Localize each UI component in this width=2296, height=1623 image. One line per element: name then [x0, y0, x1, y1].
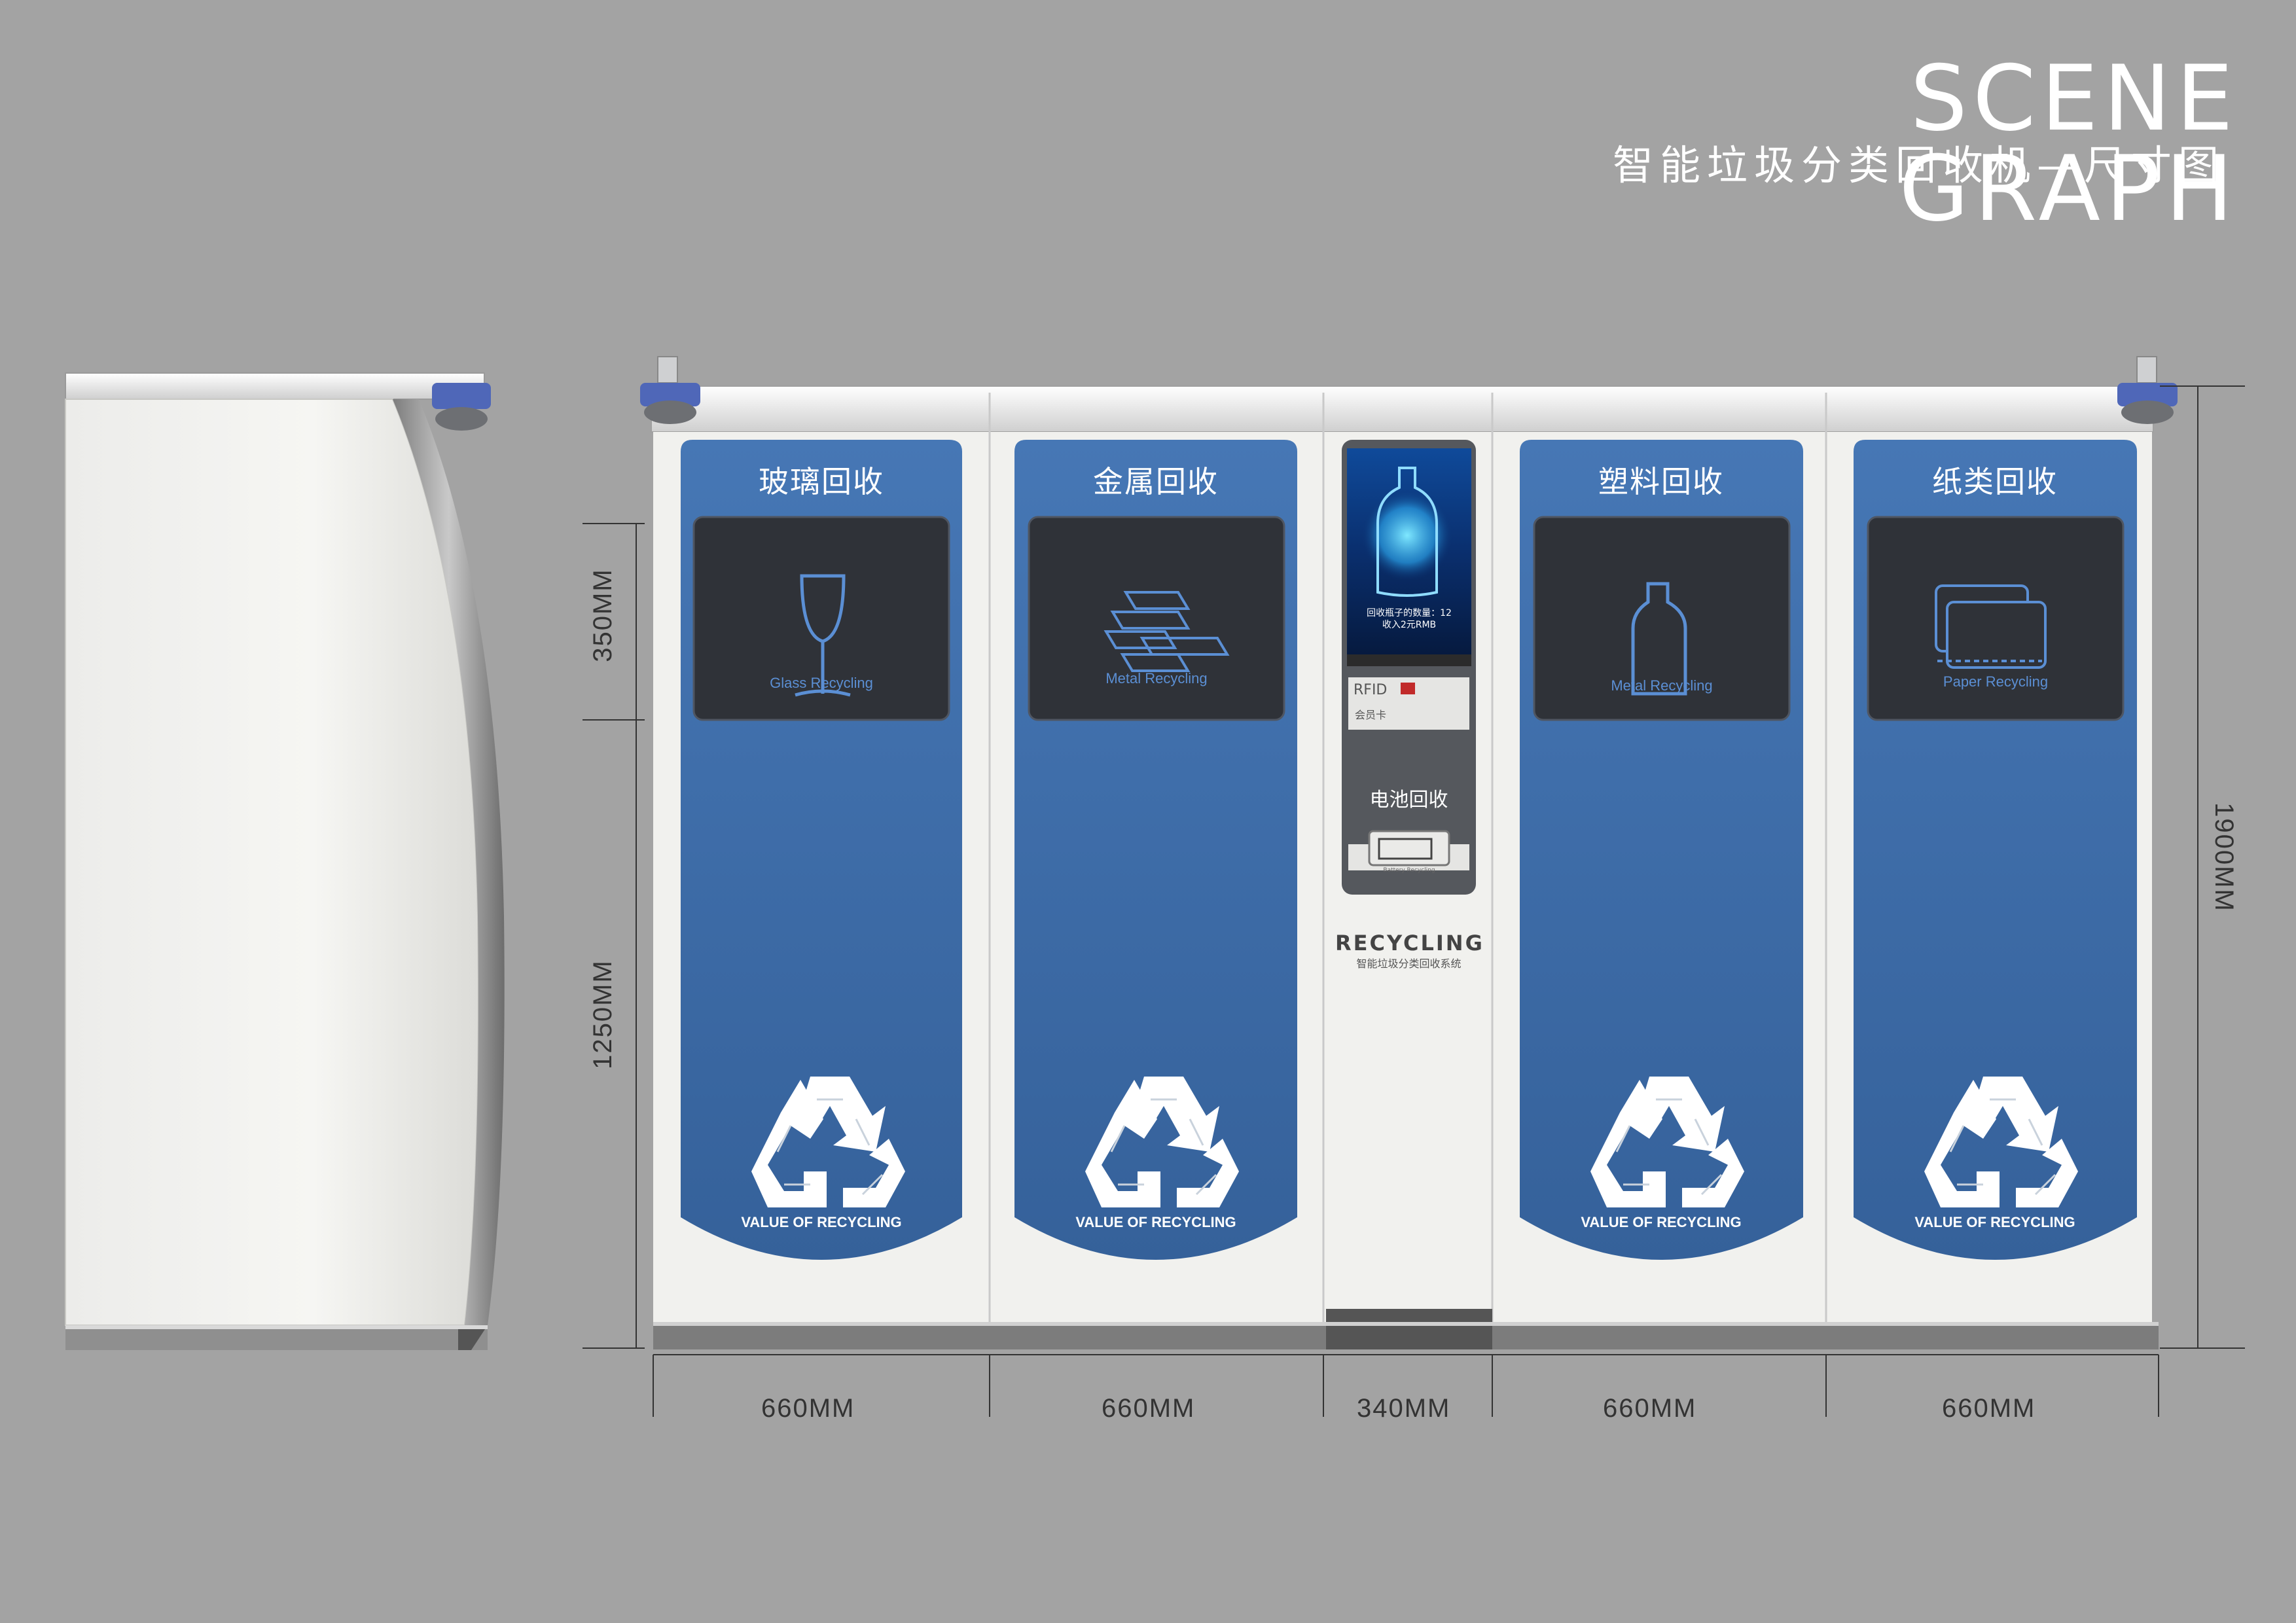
- bin-footer-metal: VALUE OF RECYCLING: [1075, 1214, 1236, 1230]
- bin-title-plastic: 塑料回收: [1598, 464, 1724, 499]
- height-label-total: 1900MM: [2210, 802, 2238, 912]
- width-label-5: 660MM: [1942, 1394, 2036, 1423]
- bin-paper: [1854, 440, 2137, 1260]
- battery-icon: [1378, 838, 1433, 860]
- bin-footer-paper: VALUE OF RECYCLING: [1914, 1214, 2075, 1230]
- slot-label-metal: Metal Recycling: [1105, 670, 1208, 687]
- width-label-3: 340MM: [1357, 1394, 1451, 1423]
- bottle-icon: [1376, 467, 1438, 597]
- member-card-label: 会员卡: [1355, 709, 1387, 721]
- screen-income-text: 收入2元RMB: [1382, 620, 1437, 630]
- brand-logo: RECYCLING: [1335, 931, 1484, 955]
- height-label-body: 1250MM: [588, 959, 617, 1069]
- side-view: [65, 372, 505, 1350]
- rfid-label: RFID: [1354, 682, 1388, 698]
- brand-subtitle: 智能垃圾分类回收系统: [1356, 957, 1462, 970]
- camera-right: [2117, 356, 2178, 424]
- slot-label-plastic: Metal Recycling: [1611, 677, 1713, 694]
- camera-left: [640, 356, 700, 424]
- bin-glass: [681, 440, 962, 1260]
- wine-glass-icon: [795, 574, 851, 697]
- bin-title-paper: 纸类回收: [1932, 464, 2058, 499]
- page-subtitle: 智能垃圾分类回收机—尺寸图: [1612, 141, 2225, 189]
- width-label-4: 660MM: [1603, 1394, 1697, 1423]
- height-label-slot: 350MM: [588, 568, 617, 662]
- bin-title-metal: 金属回收: [1093, 464, 1219, 499]
- width-label-1: 660MM: [761, 1394, 855, 1423]
- paper-stack-icon: [1935, 584, 2047, 669]
- plastic-bottle-icon: [1631, 582, 1687, 696]
- battery-title: 电池回收: [1369, 789, 1448, 812]
- width-label-2: 660MM: [1102, 1394, 1196, 1423]
- slot-label-glass: Glass Recycling: [770, 675, 873, 691]
- screen-count-text: 回收瓶子的数量：12: [1367, 608, 1452, 618]
- slot-label-paper: Paper Recycling: [1943, 673, 2049, 690]
- page-title: SCENE GRAPH: [1899, 46, 2238, 241]
- bin-panels: [681, 440, 2137, 1260]
- bin-footer-glass: VALUE OF RECYCLING: [741, 1214, 902, 1230]
- dimension-lines: [583, 385, 2245, 1417]
- metal-bars-icon: [1103, 591, 1230, 672]
- bin-plastic: [1520, 440, 1803, 1260]
- center-unit: [1342, 440, 1476, 895]
- battery-label: Battery Recycling: [1383, 867, 1435, 874]
- bin-metal: [1014, 440, 1297, 1260]
- bin-footer-plastic: VALUE OF RECYCLING: [1581, 1214, 1742, 1230]
- bin-title-glass: 玻璃回收: [759, 464, 884, 499]
